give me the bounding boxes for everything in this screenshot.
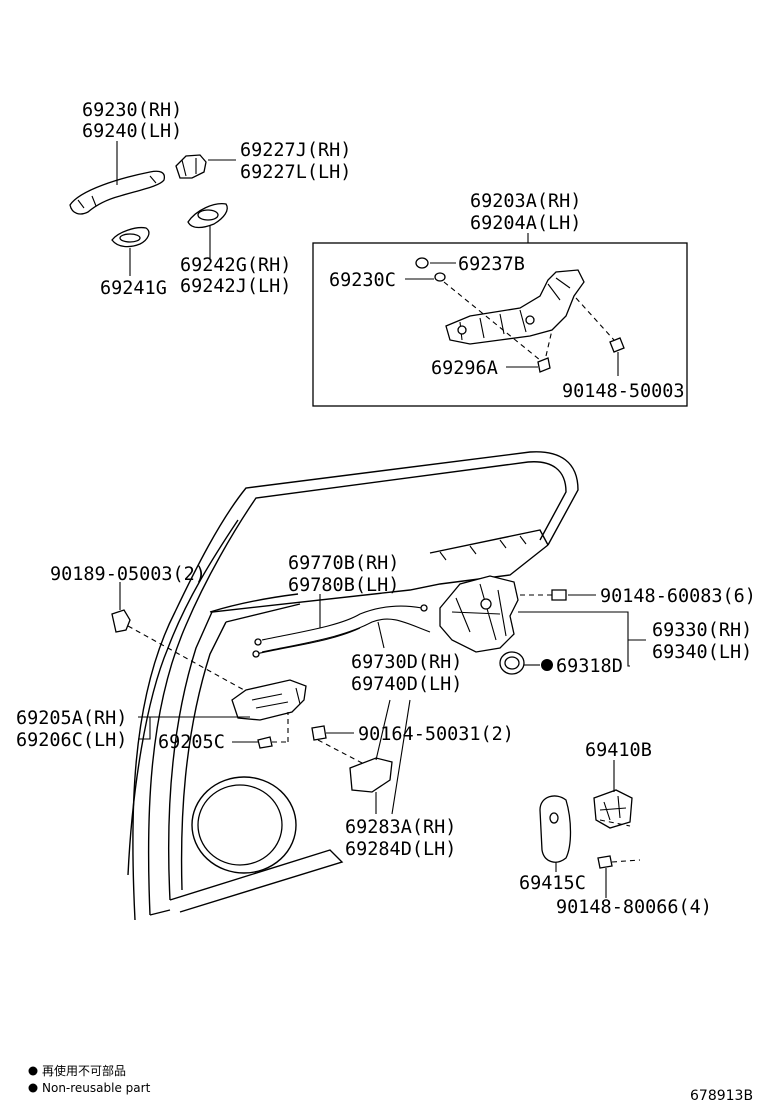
label-69227L[interactable]: 69227L(LH): [240, 162, 351, 183]
bolt-69296A[interactable]: [537, 357, 551, 373]
leader-69730D-end: [375, 699, 391, 761]
cable-end-1: [254, 638, 262, 646]
label-69205C[interactable]: 69205C: [158, 732, 225, 753]
screw-69205C[interactable]: [257, 736, 273, 749]
legend-dot-1: [28, 1066, 38, 1076]
dash-69230C: [443, 281, 541, 361]
dash-90148-50003: [575, 297, 615, 341]
label-90148-60083[interactable]: 90148-60083(6): [600, 586, 756, 607]
label-69203A[interactable]: 69203A(RH): [470, 191, 581, 212]
dash-90148-80066: [611, 859, 641, 863]
striker-detail: [599, 795, 627, 821]
leader-69730D: [377, 621, 385, 649]
door-interior-parts: 90189-05003(2) 69770B(RH) 69780B(LH) 901…: [16, 553, 756, 860]
label-69206C[interactable]: 69206C(LH): [16, 730, 127, 751]
frame-assembly-box: [312, 242, 688, 407]
label-69230C[interactable]: 69230C: [329, 270, 396, 291]
bracket-69205A: [138, 716, 250, 740]
label-69242G[interactable]: 69242G(RH): [180, 255, 291, 276]
inside-handle-detail: [251, 687, 301, 709]
label-90148-80066[interactable]: 90148-80066(4): [556, 897, 712, 918]
clip-90189[interactable]: [111, 609, 131, 633]
label-69780B[interactable]: 69780B(LH): [288, 575, 399, 596]
cable-69770B[interactable]: [261, 605, 423, 641]
label-90148-50003[interactable]: 90148-50003: [562, 381, 685, 402]
frame-hole-1: [457, 325, 467, 335]
door-lock-assembly[interactable]: [439, 575, 519, 653]
handle-cap-part[interactable]: [175, 154, 207, 179]
door-body-outline: [127, 451, 579, 921]
legend: 再使用不可部品 Non-reusable part: [28, 1063, 151, 1095]
figure-code: 678913B: [690, 1088, 753, 1104]
handle-cover-part[interactable]: [349, 757, 393, 793]
screw-90164[interactable]: [311, 725, 327, 741]
non-reusable-marker-69318D: [541, 659, 553, 671]
striker-cover-hole: [549, 812, 559, 824]
label-69740D[interactable]: 69740D(LH): [351, 674, 462, 695]
nut-69237B[interactable]: [415, 257, 429, 269]
washer-69230C[interactable]: [434, 272, 446, 282]
cable-69730D[interactable]: [261, 618, 431, 653]
screw-90148-60083[interactable]: [551, 589, 567, 601]
outside-handle-part[interactable]: [69, 170, 166, 215]
handle-pad-front-hole: [119, 233, 141, 243]
legend-dot-2: [28, 1083, 38, 1093]
label-69241G[interactable]: 69241G: [100, 278, 167, 299]
label-69318D[interactable]: 69318D: [556, 656, 623, 677]
label-69240[interactable]: 69240(LH): [82, 121, 182, 142]
screw-90148-80066[interactable]: [597, 855, 613, 869]
trim-ticks: [439, 535, 527, 561]
label-69227J[interactable]: 69227J(RH): [240, 140, 351, 161]
legend-line-2: Non-reusable part: [42, 1081, 151, 1095]
legend-line-1: 再使用不可部品: [42, 1063, 126, 1078]
outside-handle-detail: [77, 175, 157, 209]
lock-detail: [451, 583, 507, 641]
handle-pad-rear-hole: [197, 209, 219, 221]
cable-end-2: [252, 650, 260, 658]
bolt-90148-50003[interactable]: [609, 337, 625, 353]
speaker-part: [197, 784, 283, 866]
label-69204A[interactable]: 69204A(LH): [470, 213, 581, 234]
label-69340[interactable]: 69340(LH): [652, 642, 752, 663]
inside-handle-part[interactable]: [231, 679, 307, 721]
lock-hole: [480, 598, 492, 610]
handle-frame-part[interactable]: [445, 269, 585, 345]
frame-hole-2: [525, 315, 535, 325]
handle-cap-detail: [181, 158, 197, 177]
handle-frame-group: 69203A(RH) 69204A(LH) 69237B 69230C 6929…: [312, 191, 688, 407]
label-69237B[interactable]: 69237B: [458, 254, 525, 275]
label-69296A[interactable]: 69296A: [431, 358, 498, 379]
label-69283A[interactable]: 69283A(RH): [345, 817, 456, 838]
label-90164[interactable]: 90164-50031(2): [358, 724, 514, 745]
cable-69730D-2: [255, 627, 361, 655]
lock-cover-inner: [504, 656, 520, 670]
cable-end-3: [420, 604, 428, 612]
striker-group: 69410B 69415C 90148-80066(4): [519, 740, 712, 918]
label-69205A[interactable]: 69205A(RH): [16, 708, 127, 729]
striker-cover-69415C[interactable]: [539, 795, 572, 863]
outside-handle-group: 69230(RH) 69240(LH) 69227J(RH) 69227L(LH…: [69, 100, 351, 299]
label-69410B[interactable]: 69410B: [585, 740, 652, 761]
dash-90189: [127, 625, 245, 691]
label-69770B[interactable]: 69770B(RH): [288, 553, 399, 574]
label-69242J[interactable]: 69242J(LH): [180, 276, 291, 297]
label-69415C[interactable]: 69415C: [519, 873, 586, 894]
bracket-69330: [518, 611, 630, 667]
label-69330[interactable]: 69330(RH): [652, 620, 752, 641]
label-69730D[interactable]: 69730D(RH): [351, 652, 462, 673]
label-90189[interactable]: 90189-05003(2): [50, 564, 206, 585]
leader-69283A-2: [391, 699, 411, 815]
label-69284D[interactable]: 69284D(LH): [345, 839, 456, 860]
dash-69296A: [545, 329, 553, 357]
label-69230[interactable]: 69230(RH): [82, 100, 182, 121]
